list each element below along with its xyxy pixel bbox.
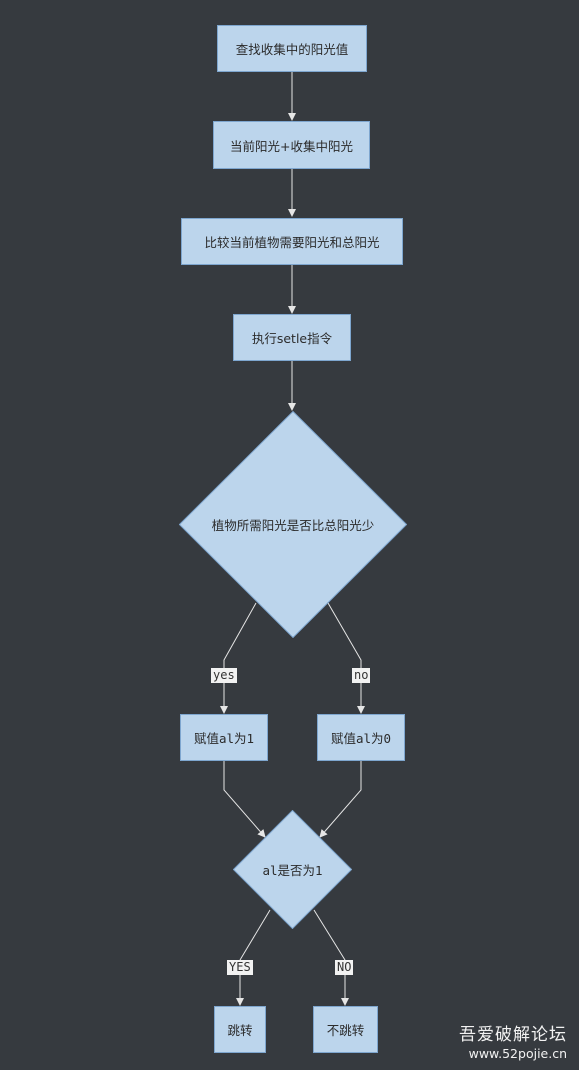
decision-al-shape	[233, 810, 352, 929]
node-compare: 比较当前植物需要阳光和总阳光	[181, 218, 403, 265]
watermark-title: 吾爱破解论坛	[459, 1025, 567, 1045]
node-compare-label: 比较当前植物需要阳光和总阳光	[204, 235, 380, 250]
node-jump-label: 跳转	[227, 1023, 253, 1038]
watermark-url: www.52pojie.cn	[468, 1046, 567, 1061]
edge-assign0-to-al	[319, 761, 362, 838]
node-assign-1: 赋值al为1	[180, 714, 268, 761]
decision-sun-less-label: 植物所需阳光是否比总阳光少	[211, 518, 375, 533]
edge-assign1-to-al	[223, 761, 266, 838]
node-find-sun: 查找收集中的阳光值	[217, 25, 367, 72]
node-settle: 执行setle指令	[233, 314, 351, 361]
decision-al-label: al是否为1	[262, 863, 323, 878]
watermark: 吾爱破解论坛 www.52pojie.cn	[459, 1024, 567, 1062]
node-no-jump-label: 不跳转	[326, 1023, 365, 1038]
node-jump: 跳转	[214, 1006, 266, 1053]
node-assign-0: 赋值al为0	[317, 714, 405, 761]
edge-label-YES: YES	[227, 960, 253, 975]
decision-sun-less-shape	[179, 411, 407, 638]
edge-label-no: no	[352, 668, 371, 683]
edge-label-yes: yes	[211, 668, 237, 683]
decision-al: al是否为1	[233, 810, 352, 929]
edge-decision-yes	[220, 602, 257, 714]
node-find-sun-label: 查找收集中的阳光值	[235, 42, 349, 57]
edge-label-NO: NO	[335, 960, 354, 975]
decision-sun-less: 植物所需阳光是否比总阳光少	[179, 411, 407, 638]
node-assign-0-label: 赋值al为0	[330, 731, 392, 746]
edge-decision-no	[327, 602, 365, 714]
node-add-sun-label: 当前阳光+收集中阳光	[230, 138, 353, 154]
node-settle-label: 执行setle指令	[251, 331, 333, 346]
node-no-jump: 不跳转	[313, 1006, 378, 1053]
node-add-sun: 当前阳光+收集中阳光	[213, 121, 370, 169]
node-assign-1-label: 赋值al为1	[193, 731, 255, 746]
